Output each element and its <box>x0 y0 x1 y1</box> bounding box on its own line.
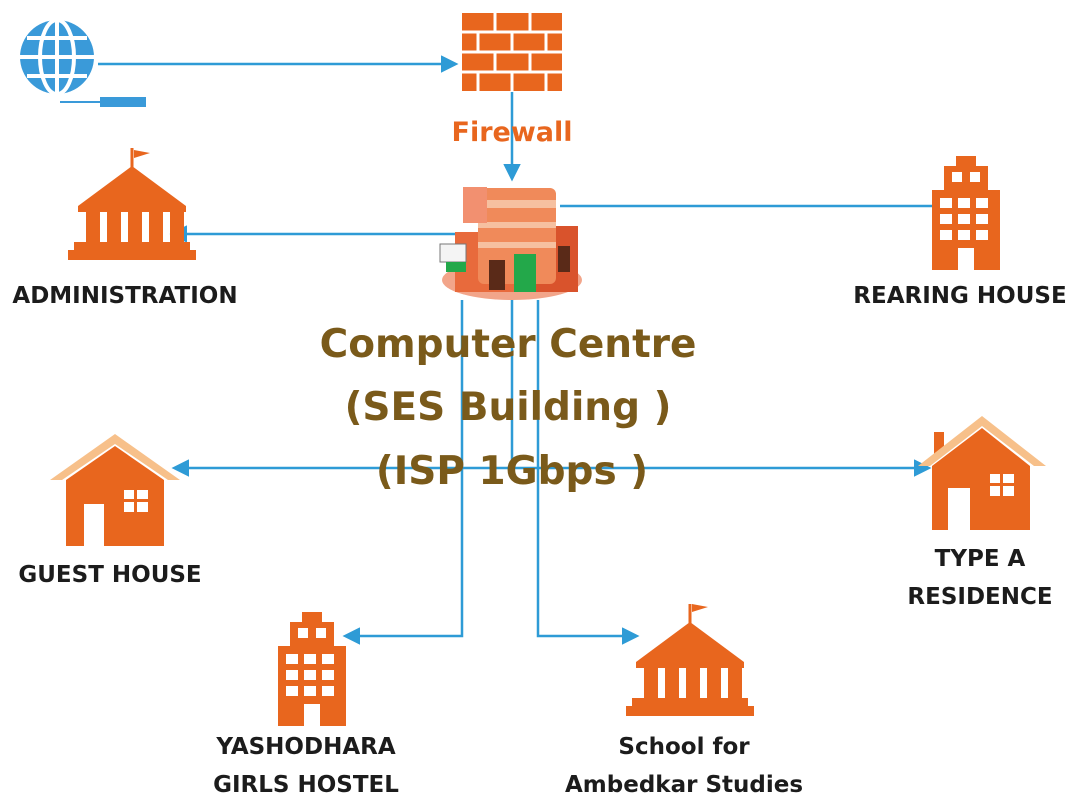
centre-isp: (ISP 1Gbps ) <box>376 449 648 494</box>
guest-house-icon <box>50 434 180 546</box>
school-building-icon <box>626 604 754 716</box>
hostel-label-1: YASHODHARA <box>215 734 395 760</box>
internet-globe-icon <box>20 18 146 107</box>
administration-building-icon <box>68 148 196 260</box>
centre-title: Computer Centre <box>320 322 697 367</box>
rearing-house-label: REARING HOUSE <box>853 283 1066 309</box>
guest-house-label: GUEST HOUSE <box>18 562 201 588</box>
school-label-2: Ambedkar Studies <box>565 772 803 798</box>
firewall-label: Firewall <box>452 117 573 148</box>
link-centre-to-school <box>536 300 640 645</box>
type-a-residence-icon <box>918 416 1046 530</box>
type-a-residence-label-2: RESIDENCE <box>907 584 1052 610</box>
hostel-building-icon <box>278 612 346 726</box>
administration-label: ADMINISTRATION <box>12 283 237 309</box>
centre-building: (SES Building ) <box>345 385 672 430</box>
computer-centre-building-icon <box>439 187 582 300</box>
modem-icon <box>100 97 146 107</box>
hostel-label-2: GIRLS HOSTEL <box>213 772 399 798</box>
school-label-1: School for <box>618 734 750 760</box>
firewall-icon <box>462 13 562 91</box>
rearing-house-building-icon <box>932 156 1000 270</box>
connections <box>98 55 984 645</box>
link-centre-to-hostel <box>342 300 464 645</box>
type-a-residence-label-1: TYPE A <box>935 546 1026 572</box>
